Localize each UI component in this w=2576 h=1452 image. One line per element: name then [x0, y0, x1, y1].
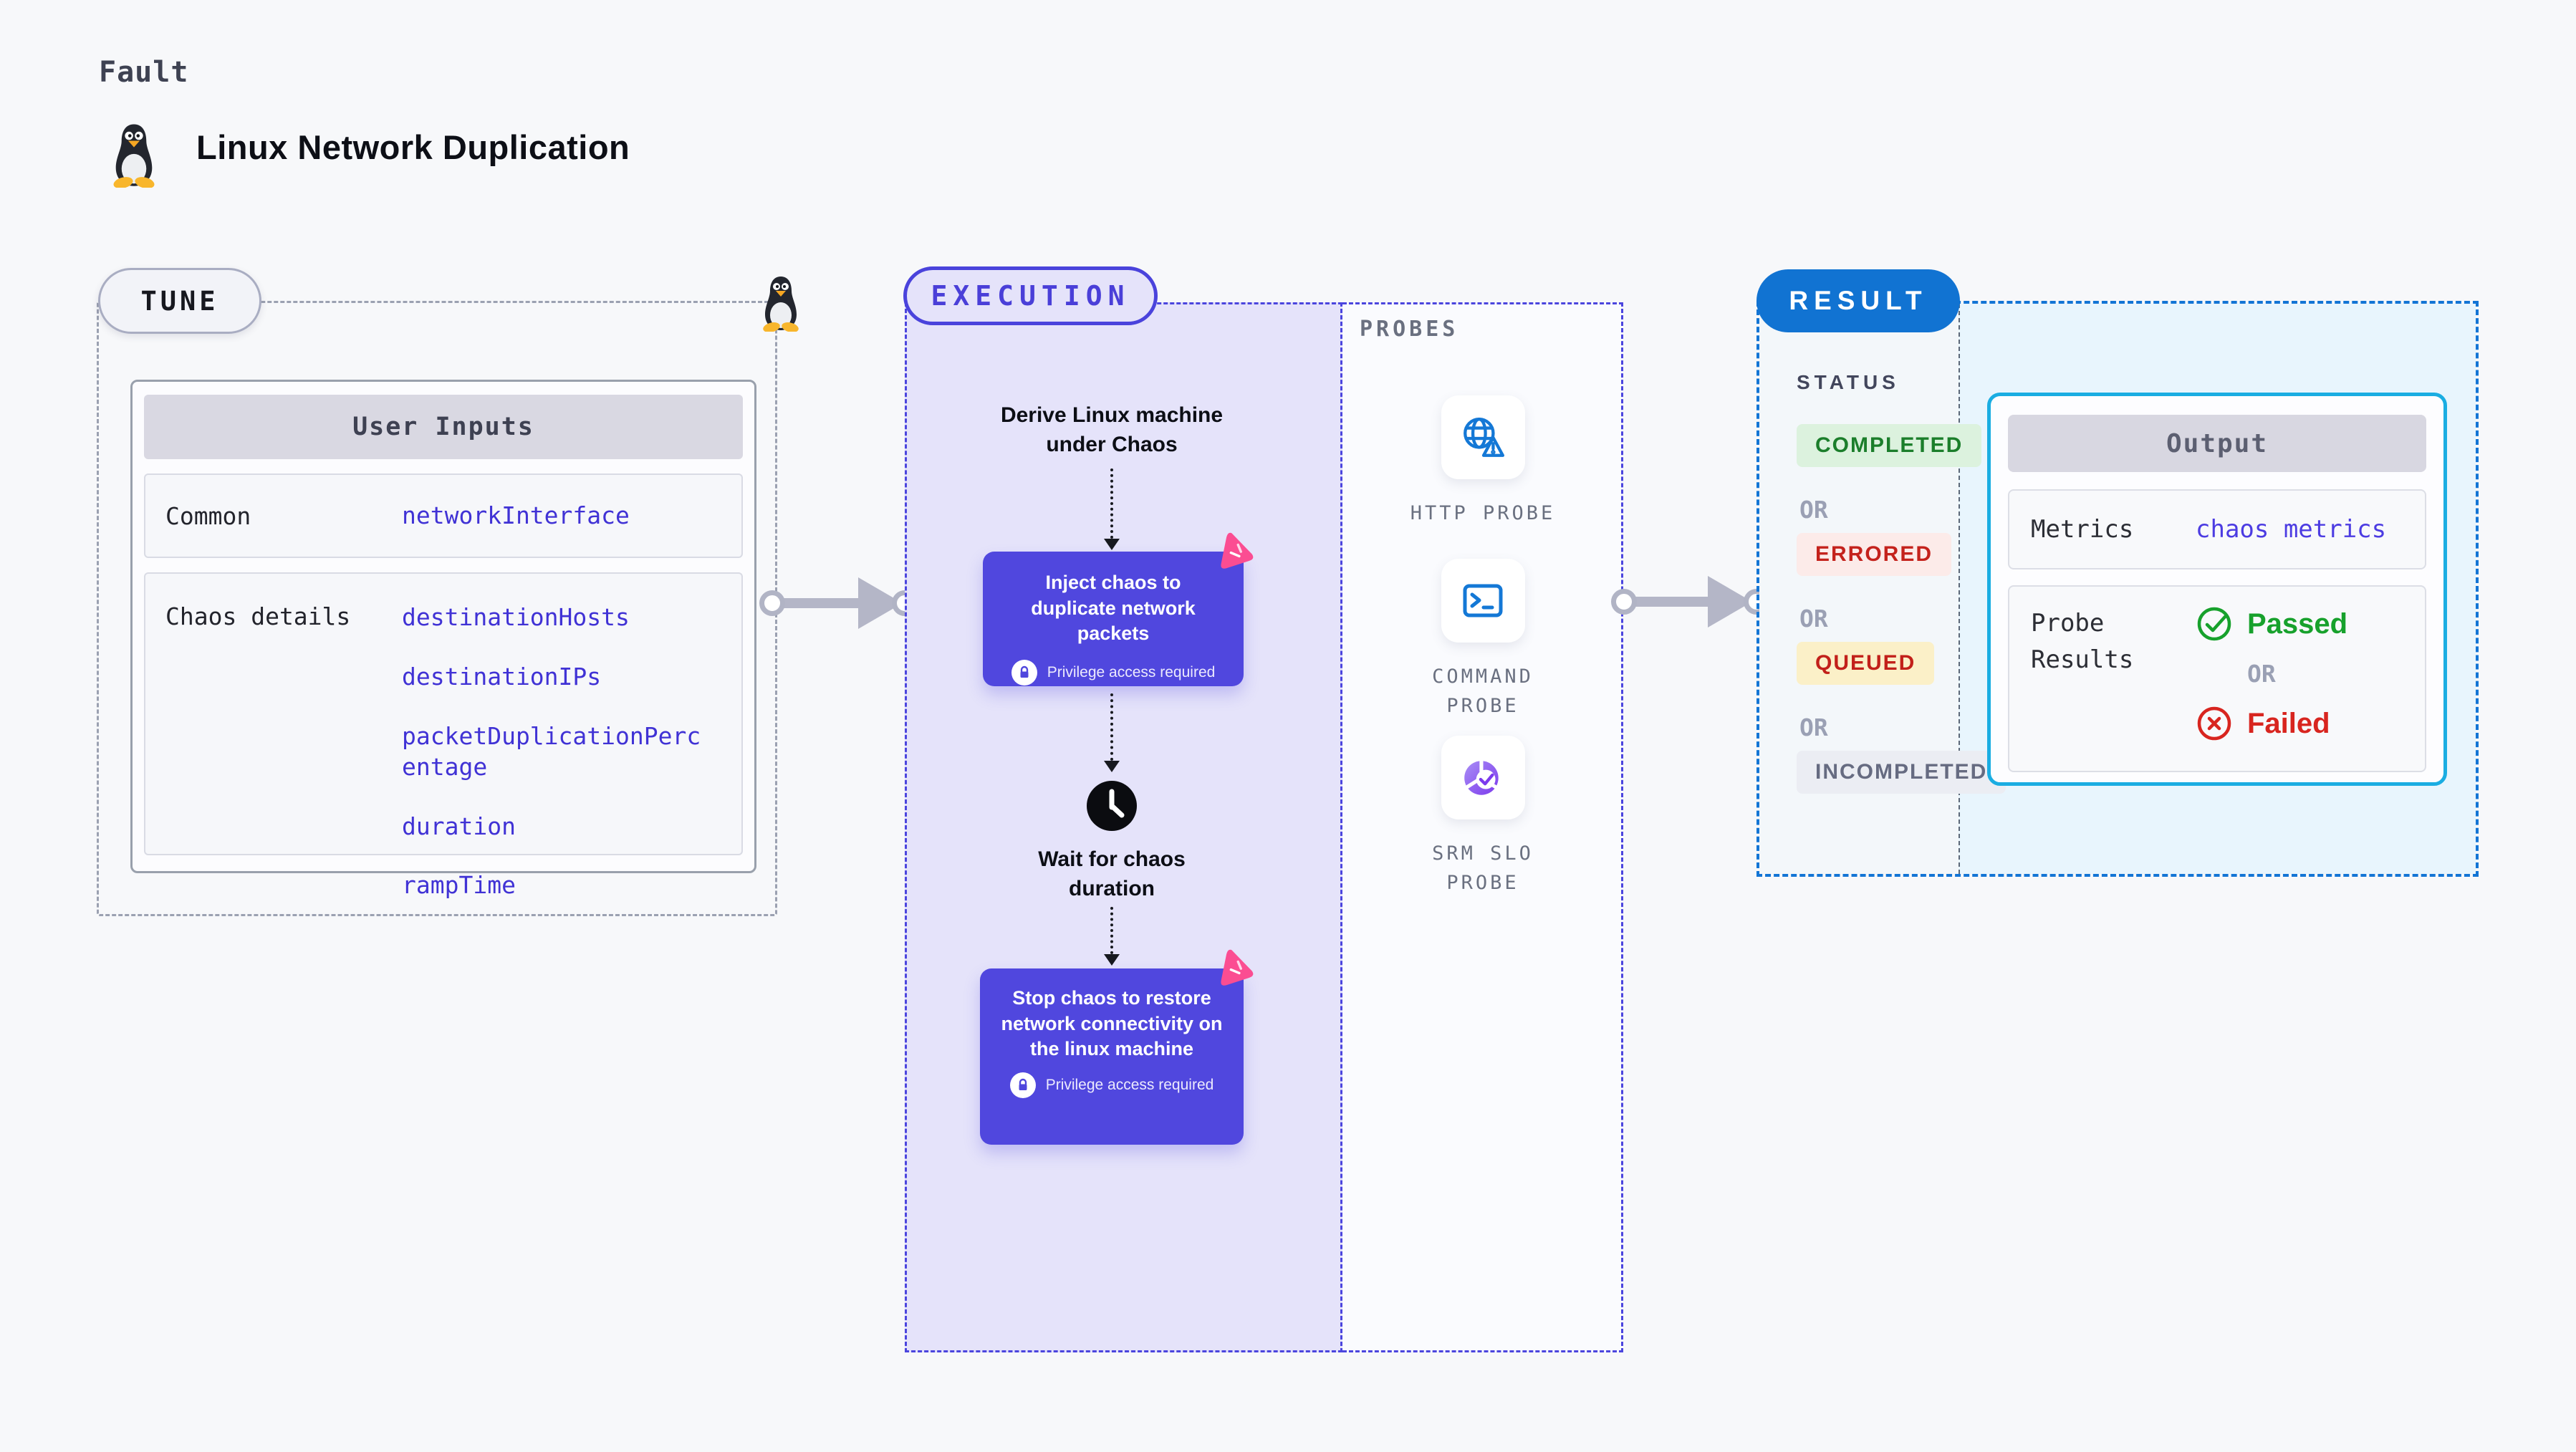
fault-eyebrow: Fault: [99, 56, 189, 89]
status-badge-completed: COMPLETED: [1797, 424, 1982, 467]
execution-badge: EXECUTION: [903, 266, 1158, 325]
flow-connector: [1110, 693, 1113, 761]
probe-card: [1441, 736, 1525, 819]
probe-card: [1441, 395, 1525, 479]
linux-tux-icon: [113, 124, 155, 188]
probe-item-srm-slo: SRM SLO PROBE: [1342, 736, 1623, 898]
step-inject-chaos-card: Inject chaos to duplicate network packet…: [983, 532, 1254, 686]
or-separator: OR: [1799, 605, 1828, 633]
metrics-label: Metrics: [2031, 514, 2134, 544]
probes-title: PROBES: [1360, 317, 1459, 342]
or-separator: OR: [1799, 496, 1828, 524]
step-stop-label: Stop chaos to restore network connectivi…: [1001, 987, 1223, 1060]
flow-connector: [1110, 907, 1113, 954]
probe-card: [1441, 559, 1525, 643]
terminal-icon: [1463, 584, 1503, 617]
input-value: rampTime: [402, 871, 516, 900]
input-row-label: Common: [165, 501, 251, 530]
status-badge-queued: QUEUED: [1797, 642, 1935, 685]
x-circle-icon: [2197, 706, 2231, 741]
linux-tux-icon: [763, 277, 799, 332]
probe-item-command: COMMAND PROBE: [1342, 559, 1623, 721]
chaos-fault-icon: [1221, 949, 1254, 986]
check-circle-icon: [2197, 607, 2231, 641]
output-card: Output Metrics chaos metrics Probe Resul…: [1987, 393, 2447, 786]
output-row-metrics: Metrics chaos metrics: [2008, 489, 2426, 569]
privilege-label: Privilege access required: [1045, 1076, 1214, 1093]
status-title: STATUS: [1797, 371, 1900, 393]
globe-alert-icon: [1464, 417, 1505, 457]
arrow-down-icon: [1104, 954, 1120, 966]
input-value: duration: [402, 812, 516, 840]
failed-label: Failed: [2247, 707, 2330, 739]
connector-node: [759, 590, 785, 616]
input-value: networkInterface: [402, 501, 630, 529]
arrow-down-icon: [1104, 761, 1120, 772]
probe-label: COMMAND PROBE: [1432, 665, 1534, 717]
user-inputs-title: User Inputs: [144, 395, 743, 459]
output-title: Output: [2008, 415, 2426, 472]
lock-icon: [1011, 659, 1037, 686]
or-separator: OR: [2247, 660, 2276, 688]
step-wait-duration: Wait for chaos duration: [1038, 847, 1186, 900]
step-derive-machine: Derive Linux machine under Chaos: [1000, 403, 1224, 456]
page-title: Linux Network Duplication: [196, 128, 630, 166]
user-inputs-card: User Inputs Common networkInterface Chao…: [130, 380, 756, 899]
probe-label: SRM SLO PROBE: [1432, 842, 1534, 894]
input-row-chaos-details: Chaos details destinationHosts destinati…: [144, 572, 743, 899]
tune-badge: TUNE: [98, 268, 261, 334]
slo-pie-icon: [1464, 759, 1499, 795]
privilege-label: Privilege access required: [1047, 663, 1216, 681]
probe-item-http: HTTP PROBE: [1342, 395, 1623, 529]
or-separator: OR: [1799, 713, 1828, 741]
result-badge: RESULT: [1756, 269, 1960, 332]
arrow-down-icon: [1104, 539, 1120, 550]
flow-arrow: [772, 598, 861, 608]
clock-icon: [1086, 780, 1138, 832]
step-inject-label: Inject chaos to duplicate network packet…: [1031, 572, 1196, 645]
input-value: destinationHosts: [402, 603, 630, 631]
input-row-common: Common networkInterface: [144, 473, 743, 558]
flow-connector: [1110, 468, 1113, 539]
chaos-fault-icon: [1221, 532, 1254, 569]
probe-results-label: Probe Results: [2031, 609, 2134, 674]
input-value: destinationIPs: [402, 662, 602, 691]
input-value: packetDuplicationPercentage: [402, 721, 701, 781]
lock-icon: [1009, 1072, 1036, 1098]
metrics-value: chaos metrics: [2196, 515, 2387, 544]
step-stop-chaos-card: Stop chaos to restore network connectivi…: [980, 949, 1254, 1145]
output-row-probe-results: Probe Results Passed OR Failed: [2008, 585, 2426, 772]
passed-label: Passed: [2247, 607, 2348, 640]
probe-label: HTTP PROBE: [1410, 502, 1556, 524]
status-badge-incompleted: INCOMPLETED: [1797, 751, 2007, 794]
status-badge-errored: ERRORED: [1797, 533, 1952, 576]
connector-node: [1611, 589, 1637, 615]
flow-arrow: [1624, 597, 1711, 607]
input-row-label: Chaos details: [165, 602, 351, 630]
